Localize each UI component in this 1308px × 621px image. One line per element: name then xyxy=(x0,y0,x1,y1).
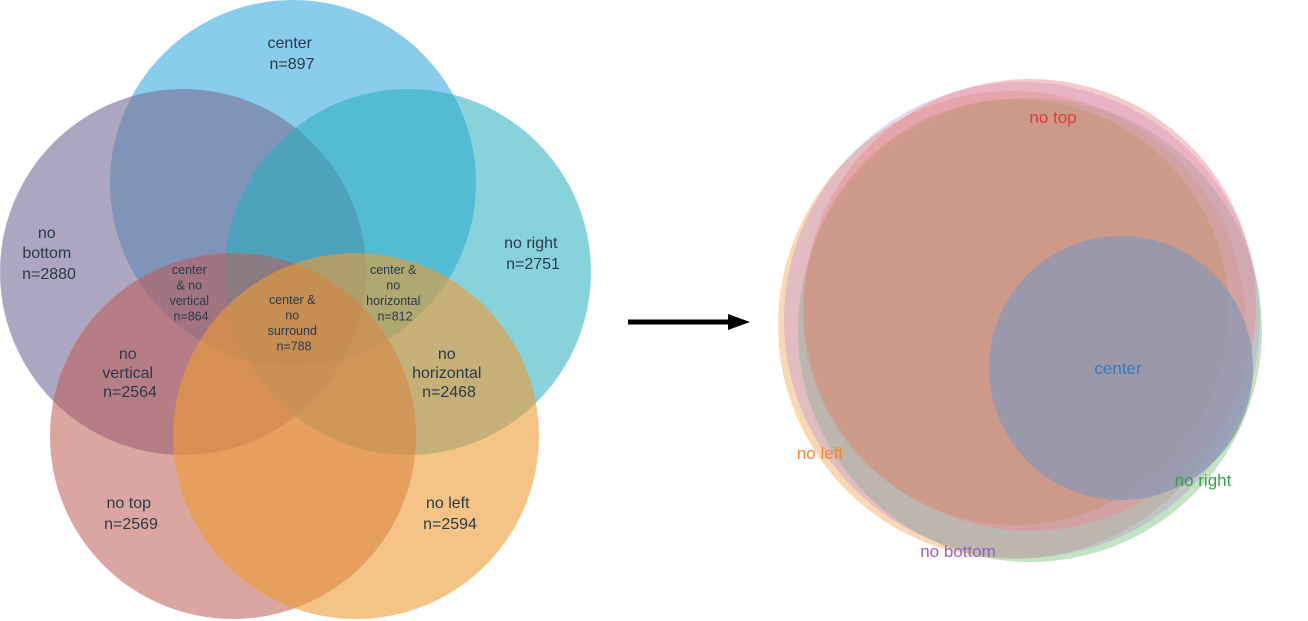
label-no-bottom: no bottom n=2880 xyxy=(22,225,76,283)
label-no-horizontal: no horizontal n=2468 xyxy=(412,346,486,401)
area-circle-center xyxy=(989,236,1253,500)
label-no-vertical: no vertical n=2564 xyxy=(102,346,157,401)
label-right-no-left: no left xyxy=(797,444,844,463)
label-center-no-vertical: center & no vertical n=864 xyxy=(169,263,212,324)
label-right-no-right: no right xyxy=(1175,471,1232,490)
label-right-center: center xyxy=(1094,359,1142,378)
arrow-head xyxy=(728,314,750,330)
label-right-no-bottom: no bottom xyxy=(920,542,996,561)
left-venn-diagram: center n=897 no bottom n=2880 no right n… xyxy=(0,0,591,619)
transform-arrow xyxy=(628,314,750,330)
label-center: center n=897 xyxy=(268,35,317,73)
label-center-no-horizontal: center & no horizontal n=812 xyxy=(366,263,424,324)
set-circle-no-left xyxy=(173,253,539,619)
right-venn-diagram: no top center no left no right no bottom xyxy=(778,79,1262,562)
label-no-right: no right n=2751 xyxy=(504,235,562,273)
label-no-left: no left n=2594 xyxy=(423,495,477,533)
label-right-no-top: no top xyxy=(1029,108,1076,127)
label-no-top: no top n=2569 xyxy=(104,495,158,533)
label-center-no-surround: center & no surround n=788 xyxy=(268,293,321,354)
